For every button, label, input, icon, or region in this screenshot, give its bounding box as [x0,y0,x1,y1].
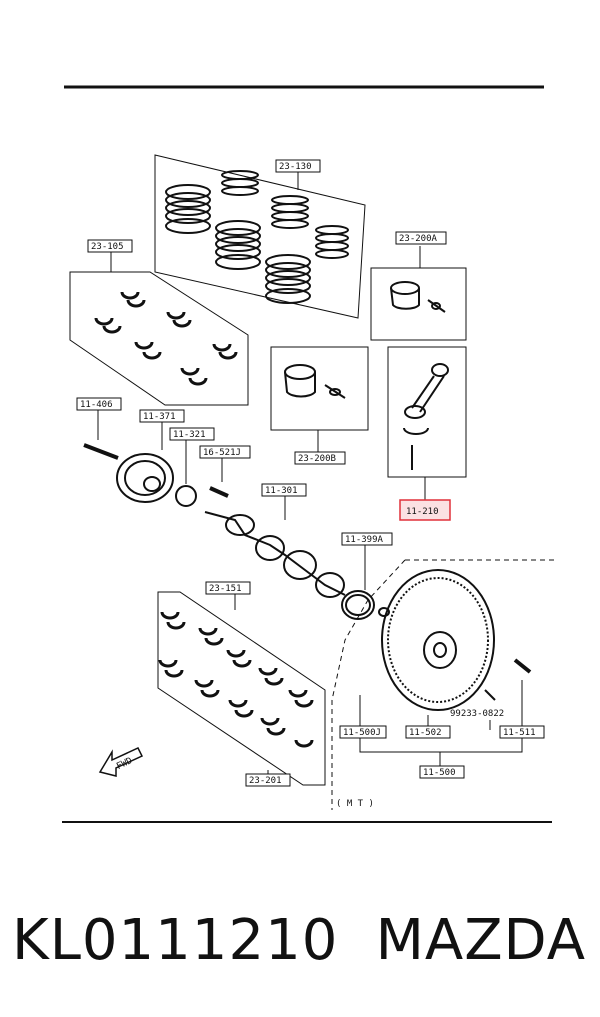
piston-ring-panel [154,154,366,319]
parts-diagram: FWD 23-130 23-105 23-200A 23-200B 11-406… [62,85,555,823]
label-11-500j[interactable]: 11-500J [339,725,387,739]
fwd-arrow: FWD [98,747,144,777]
label-11-399a[interactable]: 11-399A [341,532,393,546]
svg-text:11-210: 11-210 [406,507,439,517]
svg-text:11-301: 11-301 [265,486,298,496]
svg-text:11-321: 11-321 [173,430,206,440]
label-11-406[interactable]: 11-406 [76,397,122,411]
part-number: KL0111210 [12,907,339,973]
svg-text:16-521J: 16-521J [203,448,241,458]
svg-text:23-200B: 23-200B [298,454,336,464]
label-11-500[interactable]: 11-500 [419,765,465,779]
label-23-151[interactable]: 23-151 [205,581,251,595]
svg-text:23-105: 23-105 [91,242,124,252]
label-23-105[interactable]: 23-105 [87,239,133,253]
svg-text:11-502: 11-502 [409,728,442,738]
label-11-502[interactable]: 11-502 [405,725,451,739]
piston-panel-b [270,346,369,452]
label-16-521j[interactable]: 16-521J [199,445,251,459]
svg-text:23-200A: 23-200A [399,234,438,244]
label-11-371[interactable]: 11-371 [139,409,185,423]
mt-label: ( M T ) [336,799,374,809]
svg-text:11-500: 11-500 [423,768,456,778]
label-11-321[interactable]: 11-321 [169,427,215,441]
label-23-201[interactable]: 23-201 [245,773,291,787]
label-11-511[interactable]: 11-511 [499,725,545,739]
svg-text:23-130: 23-130 [279,162,312,172]
brand-name: MAZDA [375,907,586,973]
caption-bar: KL0111210 MAZDA [0,900,600,980]
main-bearing-panel [157,591,326,786]
label-11-210-highlight[interactable]: 11-210 [399,499,451,521]
mt-region [331,559,555,810]
svg-text:11-500J: 11-500J [343,728,381,738]
label-23-200b[interactable]: 23-200B [294,451,346,465]
svg-text:11-399A: 11-399A [345,535,384,545]
connecting-rod-panel [387,346,467,500]
piston-panel-a [370,246,467,341]
svg-text:11-406: 11-406 [80,400,113,410]
svg-text:23-151: 23-151 [209,584,242,594]
label-11-301[interactable]: 11-301 [261,483,307,497]
label-99233-0822: 99233-0822 [450,709,504,719]
bearing-panel [69,252,249,406]
svg-text:11-371: 11-371 [143,412,176,422]
svg-text:23-201: 23-201 [249,776,282,786]
crankshaft-assembly [83,410,390,620]
label-23-130[interactable]: 23-130 [275,159,321,173]
svg-text:11-511: 11-511 [503,728,536,738]
label-23-200a[interactable]: 23-200A [395,231,447,245]
